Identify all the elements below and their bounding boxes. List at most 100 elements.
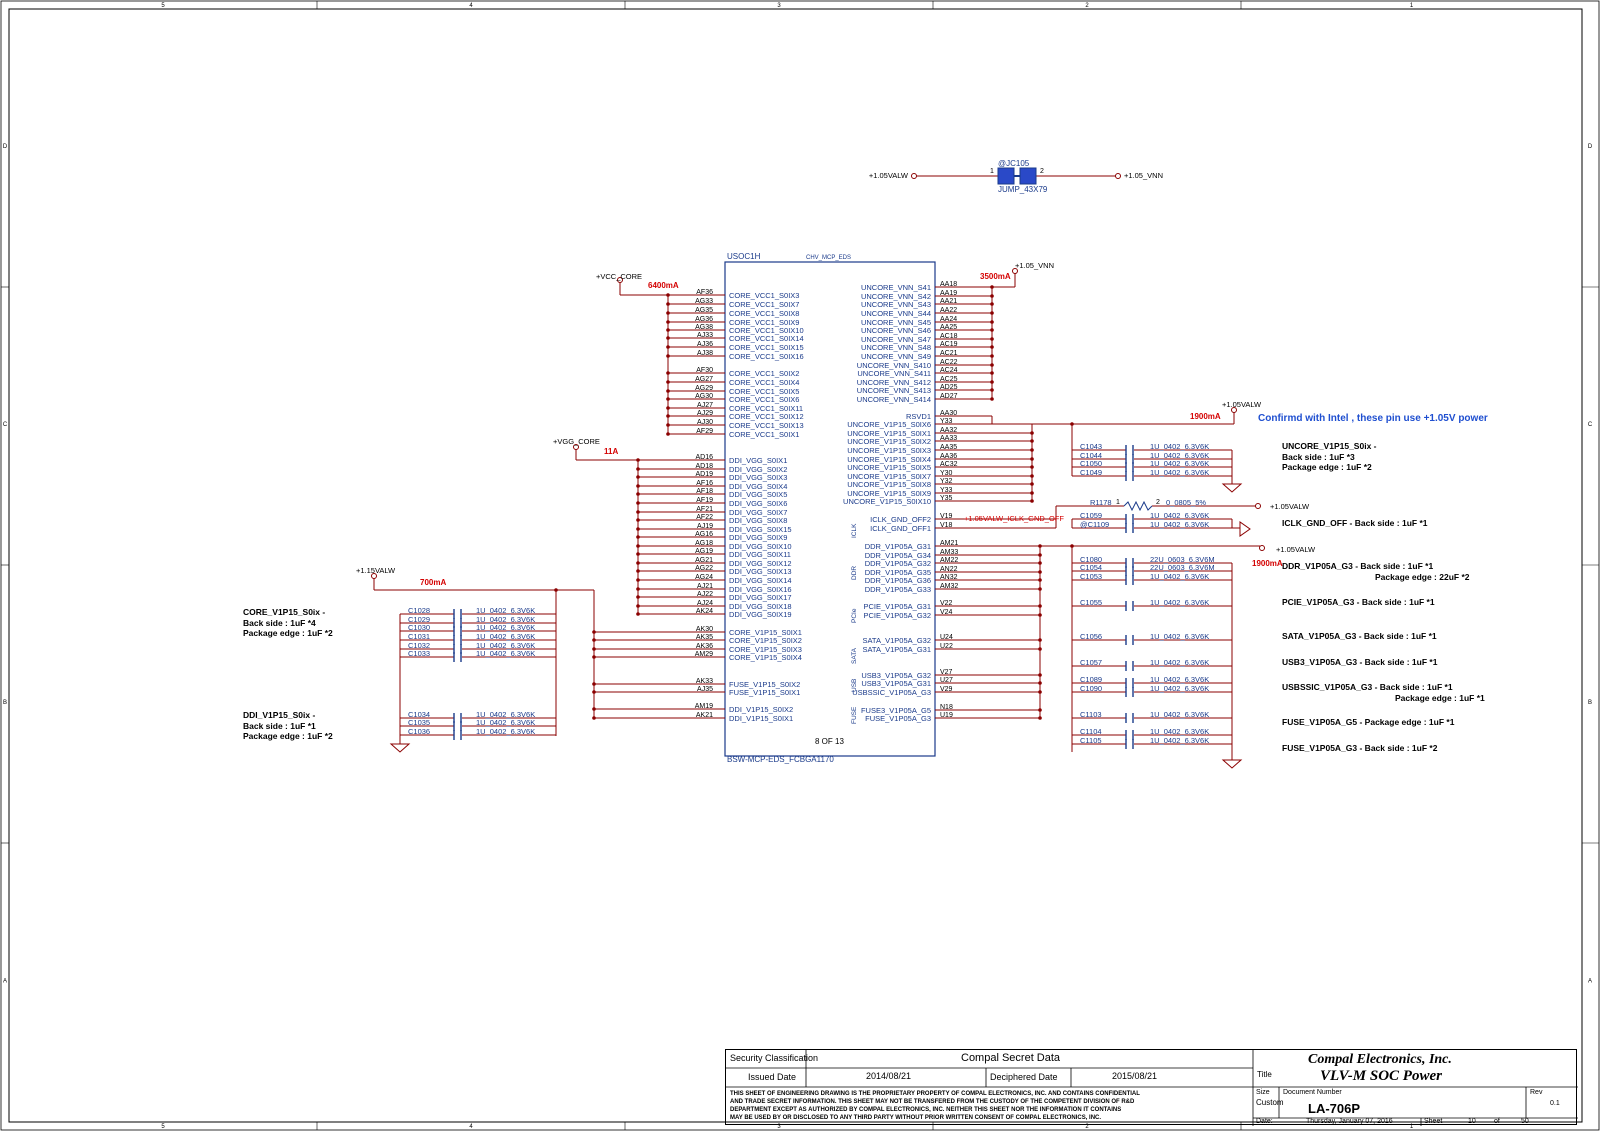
design-note: PCIE_V1P05A_G3 - Back side : 1uF *1 [1282,597,1435,607]
capacitor-value: 22U_0603_6.3V6M [1150,555,1215,564]
design-note: DDI_V1P15_S0ix - [243,710,315,720]
group-label-pcie: PCIe [851,608,858,623]
chip-pin-name: UNCORE_V1P15_S0IX8 [847,480,931,489]
sheet-title: VLV-M SOC Power [1320,1068,1442,1084]
junction-dot [1038,604,1042,608]
chip-package: BSW-MCP-EDS_FCBGA1170 [727,755,834,764]
chip-pin-number: V22 [940,600,953,607]
border-column-label: 1 [1410,1124,1414,1130]
capacitor-ref: @C1109 [1080,520,1109,529]
junction-dot [1038,681,1042,685]
chip-pin-name: CORE_VCC1_S0IX14 [729,334,804,343]
capacitor-value: 1U_0402_6.3V6K [476,727,535,736]
junction-dot [636,561,640,565]
junction-dot [592,655,596,659]
chip-pin-number: AA24 [940,316,957,323]
chip-pin-number: AJ27 [697,402,713,409]
chip-pin-name: UNCORE_V1P15_S0IX6 [847,420,931,429]
chip-pin-number: AG27 [695,376,713,383]
junction-dot [636,535,640,539]
chip-pin-number: U22 [940,643,953,650]
chip-pin-number: AF21 [696,506,713,513]
group-label-usb: USB [851,679,858,692]
junction-dot [1038,570,1042,574]
chip-pin-name: PCIE_V1P05A_G31 [863,602,931,611]
chip-pin-name: DDI_VGG_S0IX6 [729,499,787,508]
jumper-right-net: +1.05_VNN [1124,171,1163,180]
issued-label: Issued Date [748,1072,797,1082]
chip-pin-number: Y35 [940,495,953,502]
chip-pin-name: CORE_VCC1_S0IX13 [729,421,804,430]
chip-pin-name: FUSE_V1P15_S0IX2 [729,680,800,689]
junction-dot [1070,544,1074,548]
chip-pin-name: USB3_V1P05A_G32 [861,671,931,680]
junction-dot [592,690,596,694]
junction-dot [592,707,596,711]
current-vnn: 3500mA [980,272,1011,281]
capacitor-value: 1U_0402_6.3V6K [476,710,535,719]
capacitor-ref: C1031 [408,632,430,641]
design-note: UNCORE_V1P15_S0ix - [1282,441,1377,451]
chip-pin-name: ICLK_GND_OFF2 [870,515,931,524]
chip-pin-name: UNCORE_VNN_S414 [857,395,931,404]
chip-pin-name: DDI_VGG_S0IX12 [729,559,792,568]
design-note: SATA_V1P05A_G3 - Back side : 1uF *1 [1282,631,1437,641]
chip-pin-number: AK21 [696,712,713,719]
chip-pin-name: DDR_V1P05A_G31 [865,542,931,551]
junction-dot [1038,578,1042,582]
junction-dot [1030,499,1034,503]
title-block: Security Classification Compal Secret Da… [725,1049,1578,1126]
doc-number: LA-706P [1308,1101,1361,1116]
ground-symbol [1221,483,1243,493]
junction-dot [1030,448,1034,452]
resistor-r1178: R1178 1 2 0_0805_5% [1090,498,1206,512]
chip-pin-name: DDI_VGG_S0IX16 [729,585,792,594]
chip-pin-number: AC22 [940,359,958,366]
border-column-label: 3 [777,3,781,9]
junction-dot [1030,457,1034,461]
chip-pin-number: AF16 [696,480,713,487]
chip-pin-number: AA22 [940,307,957,314]
chip-pin-number: AF22 [696,514,713,521]
design-note: USBSSIC_V1P05A_G3 - Back side : 1uF *1 [1282,682,1453,692]
chip-pin-name: DDI_VGG_S0IX5 [729,490,787,499]
chip-pin-name: DDI_VGG_S0IX8 [729,516,787,525]
net-1p15valw: +1.15VALW [356,566,396,575]
chip-pin-number: AJ33 [697,332,713,339]
chip-part: CHV_MCP_EDS [806,255,851,261]
border-row-label: D [3,144,8,150]
design-note: DDR_V1P05A_G3 - Back side : 1uF *1 [1282,561,1433,571]
chip-pin-name: DDI_VGG_S0IX11 [729,550,791,559]
chip-pin-number: AG33 [695,298,713,305]
chip-pin-name: UNCORE_VNN_S41 [861,283,931,292]
disclaimer: THIS SHEET OF ENGINEERING DRAWING IS THE… [730,1090,1250,1122]
capacitor-value: 1U_0402_6.3V6K [1150,736,1209,745]
capacitor-ref: C1028 [408,606,430,615]
chip-pin-number: AM21 [940,540,958,547]
group-label-ddr: DDR [851,566,858,580]
capacitor-value: 1U_0402_6.3V6K [476,641,535,650]
chip-pin-name: UNCORE_VNN_S42 [861,292,931,301]
junction-dot [636,492,640,496]
junction-dot [1038,638,1042,642]
chip-pin-name: DDI_VGG_S0IX19 [729,610,792,619]
chip-pin-name: SATA_V1P05A_G31 [862,645,931,654]
junction-dot [1038,647,1042,651]
chip-pin-number: AG18 [695,540,713,547]
company-name: Compal Electronics, Inc. [1308,1052,1452,1067]
design-note: FUSE_V1P05A_G3 - Back side : 1uF *2 [1282,743,1438,753]
chip-pin-name: UNCORE_V1P15_S0IX2 [847,437,931,446]
capacitor-value: 1U_0402_6.3V6K [1150,727,1209,736]
chip-pin-name: USB3_V1P05A_G31 [861,679,931,688]
junction-dot [636,578,640,582]
sheet-value: 10 [1468,1118,1476,1125]
